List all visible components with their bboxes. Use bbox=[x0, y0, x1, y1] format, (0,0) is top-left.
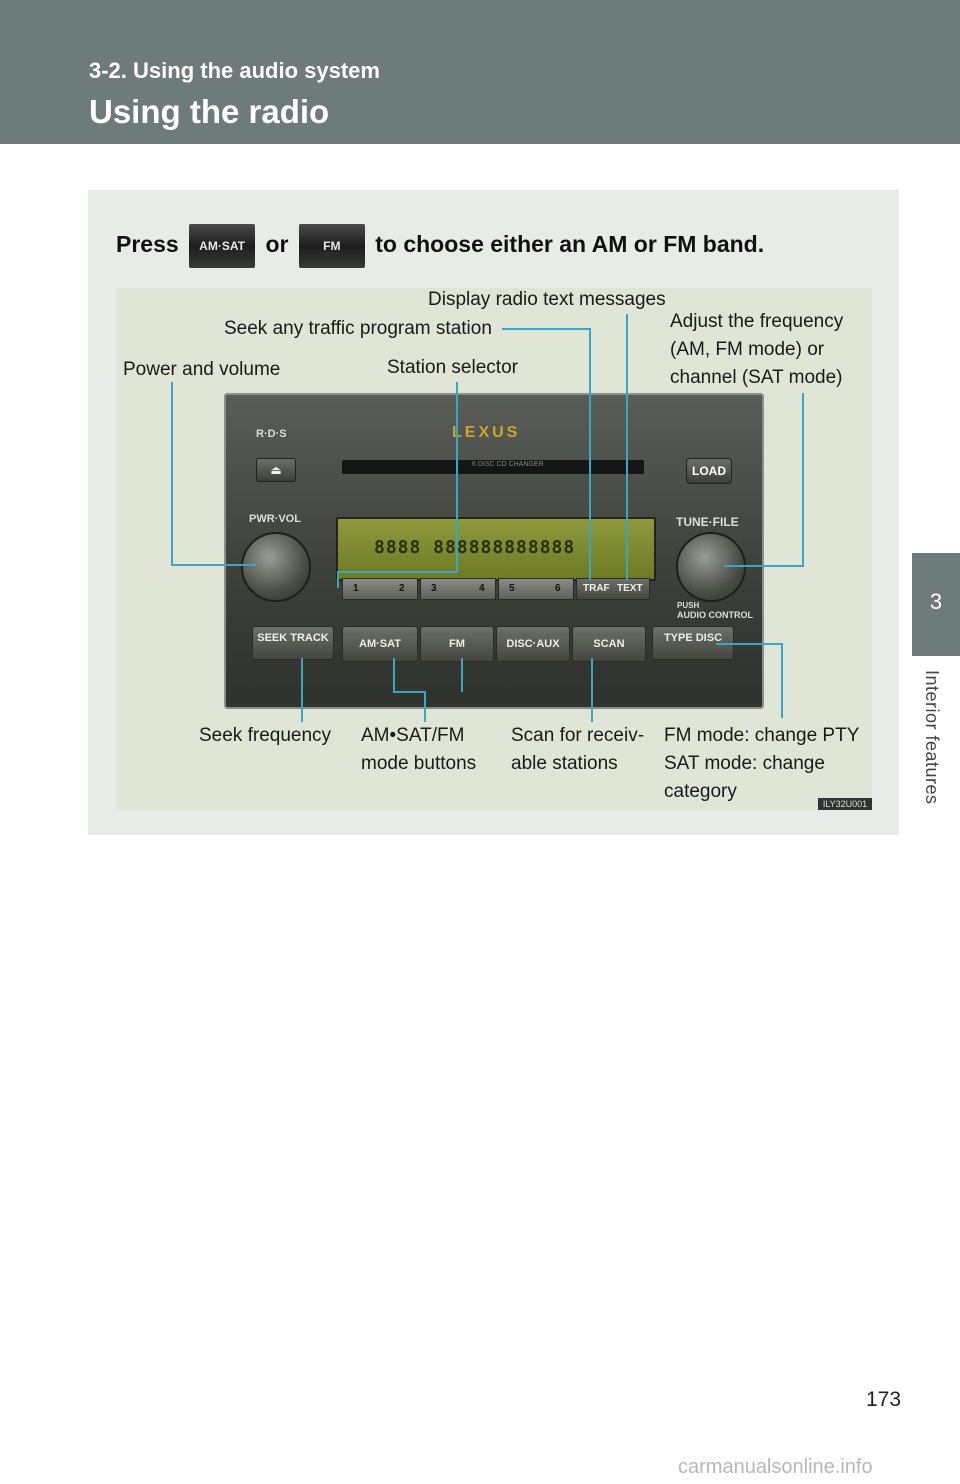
callout-scan-line2: able stations bbox=[511, 753, 618, 774]
lexus-logo: LEXUS bbox=[452, 424, 521, 441]
amsat-button[interactable]: AM·SAT bbox=[342, 626, 418, 662]
rds-logo: R·D·S bbox=[256, 428, 287, 440]
tune-file-knob[interactable] bbox=[676, 532, 746, 602]
lcd-segments: 8888 888888888888 bbox=[374, 537, 576, 558]
eject-icon: ⏏ bbox=[270, 463, 282, 477]
slot-label: 6 DISC CD CHANGER bbox=[472, 461, 544, 468]
callout-seek-frequency: Seek frequency bbox=[199, 725, 332, 746]
preset-button-1-2[interactable]: 1 2 bbox=[342, 578, 418, 600]
pwr-vol-label: PWR·VOL bbox=[249, 513, 301, 525]
audio-control-label: AUDIO CONTROL bbox=[677, 610, 753, 620]
preset-2-label: 2 bbox=[399, 583, 405, 594]
callout-seek-traffic: Seek any traffic program station bbox=[224, 318, 492, 339]
traf-text-button[interactable]: TRAF TEXT bbox=[576, 578, 650, 600]
page-number: 173 bbox=[866, 1388, 902, 1411]
seek-track-button[interactable]: SEEK TRACK bbox=[252, 626, 334, 660]
preset-button-3-4[interactable]: 3 4 bbox=[420, 578, 496, 600]
lcd-display: 8888 888888888888 bbox=[336, 517, 656, 581]
leader-adjust-frequency bbox=[724, 393, 804, 567]
fm-button-image: FM bbox=[298, 224, 365, 268]
chapter-tab[interactable]: 3 bbox=[912, 553, 960, 656]
power-volume-knob[interactable] bbox=[241, 532, 311, 602]
leader-mode-buttons bbox=[393, 658, 426, 722]
section-heading: 3-2. Using the audio system bbox=[89, 58, 380, 83]
press-text: Press bbox=[116, 231, 179, 258]
callout-station-selector: Station selector bbox=[387, 357, 518, 378]
fm-button[interactable]: FM bbox=[420, 626, 494, 662]
callout-mode-buttons-line2: mode buttons bbox=[361, 753, 477, 774]
type-disc-label: TYPE DISC bbox=[663, 632, 723, 644]
disc-aux-button[interactable]: DISC·AUX bbox=[496, 626, 570, 662]
figure-code: ILY32U001 bbox=[818, 798, 872, 810]
eject-button[interactable]: ⏏ bbox=[256, 458, 296, 482]
scan-button[interactable]: SCAN bbox=[572, 626, 646, 662]
page-header: 3-2. Using the audio system Using the ra… bbox=[0, 0, 960, 144]
instruction-line: Press AM·SAT or FM to choose either an A… bbox=[116, 224, 764, 268]
callout-type-line2: SAT mode: change bbox=[664, 753, 825, 774]
load-button[interactable]: LOAD bbox=[686, 458, 732, 484]
leader-type bbox=[716, 643, 783, 718]
leader-power-volume bbox=[171, 382, 256, 566]
chapter-number: 3 bbox=[929, 589, 943, 614]
preset-1-label: 1 bbox=[353, 583, 359, 594]
chapter-label: Interior features bbox=[922, 670, 942, 805]
disc-slot: 6 DISC CD CHANGER bbox=[342, 460, 644, 474]
watermark: carmanualsonline.info bbox=[678, 1456, 873, 1478]
seek-track-label: SEEK TRACK bbox=[257, 632, 329, 644]
callout-display-text: Display radio text messages bbox=[428, 289, 666, 310]
callout-adjust-frequency-line3: channel (SAT mode) bbox=[670, 367, 843, 388]
preset-6-label: 6 bbox=[555, 583, 561, 594]
callout-mode-buttons-line1: AM•SAT/FM bbox=[361, 725, 465, 746]
instruction-rest: to choose either an AM or FM band. bbox=[375, 231, 765, 258]
callout-adjust-frequency-line1: Adjust the frequency bbox=[670, 311, 844, 332]
callout-power-volume: Power and volume bbox=[123, 359, 281, 380]
page-title: Using the radio bbox=[89, 93, 330, 130]
preset-3-label: 3 bbox=[431, 583, 437, 594]
callout-adjust-frequency-line2: (AM, FM mode) or bbox=[670, 339, 825, 360]
tune-file-label: TUNE·FILE bbox=[676, 515, 739, 529]
preset-button-5-6[interactable]: 5 6 bbox=[498, 578, 574, 600]
callout-type-line3: category bbox=[664, 781, 737, 802]
callout-scan-line1: Scan for receiv- bbox=[511, 725, 645, 746]
text-label: TEXT bbox=[617, 583, 643, 594]
callout-type-line1: FM mode: change PTY bbox=[664, 725, 860, 746]
leader-seek-traffic bbox=[502, 328, 591, 580]
amsat-button-image: AM·SAT bbox=[189, 224, 256, 268]
push-label: PUSH bbox=[677, 601, 700, 610]
preset-5-label: 5 bbox=[509, 583, 515, 594]
preset-4-label: 4 bbox=[479, 583, 485, 594]
traf-label: TRAF bbox=[583, 583, 610, 594]
or-text: or bbox=[265, 231, 289, 258]
leader-station-selector bbox=[337, 382, 458, 588]
